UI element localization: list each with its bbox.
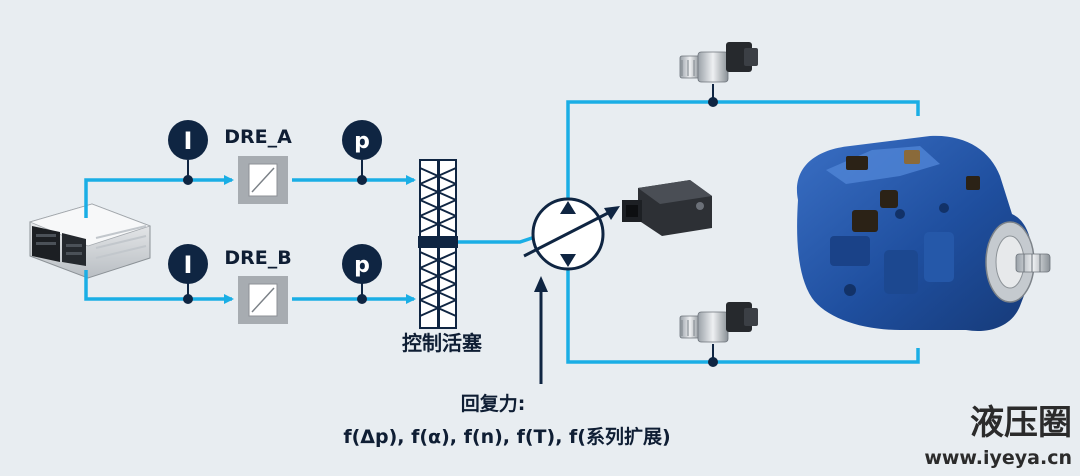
pressure-transducer-top [679, 42, 758, 107]
ecu-controller-image [28, 203, 152, 279]
valve-a-label: DRE_A [224, 126, 292, 148]
watermark-brand: 液压圈 [970, 403, 1072, 443]
current-symbol: I [184, 127, 193, 155]
control-piston: 控制活塞 [402, 159, 483, 355]
angle-sensor-image [622, 180, 712, 236]
piston-label: 控制活塞 [402, 331, 483, 355]
restoring-force-arrow [534, 276, 548, 384]
piston-to-pump-line [455, 235, 536, 244]
pump-outlet-line-bottom [566, 268, 920, 364]
current-sensor-b: I [168, 244, 208, 304]
current-sensor-a: I [168, 120, 208, 185]
restoring-force-title: 回复力: [461, 392, 526, 415]
signal-line-b [84, 270, 234, 304]
watermark-url: www.iyeya.cn [924, 447, 1072, 469]
pressure-symbol: p [354, 129, 370, 154]
current-symbol: I [184, 251, 193, 279]
pressure-sensor-a: p [342, 120, 382, 185]
pressure-symbol: p [354, 253, 370, 278]
valve-b-label: DRE_B [224, 247, 291, 269]
valve-dre-a: DRE_A [224, 126, 292, 204]
valve-dre-b: DRE_B [224, 247, 292, 324]
watermark: 液压圈 www.iyeya.cn [924, 403, 1072, 469]
pressure-sensor-b: p [342, 244, 382, 304]
pressure-transducer-bottom [679, 302, 758, 367]
variable-pump-symbol [523, 197, 620, 271]
signal-lines [84, 100, 920, 364]
axial-piston-pump-image [796, 135, 1051, 331]
restoring-force-formula: f(Δp), f(α), f(n), f(T), f(系列扩展) [343, 426, 670, 448]
pump-outlet-line-top [566, 100, 920, 200]
